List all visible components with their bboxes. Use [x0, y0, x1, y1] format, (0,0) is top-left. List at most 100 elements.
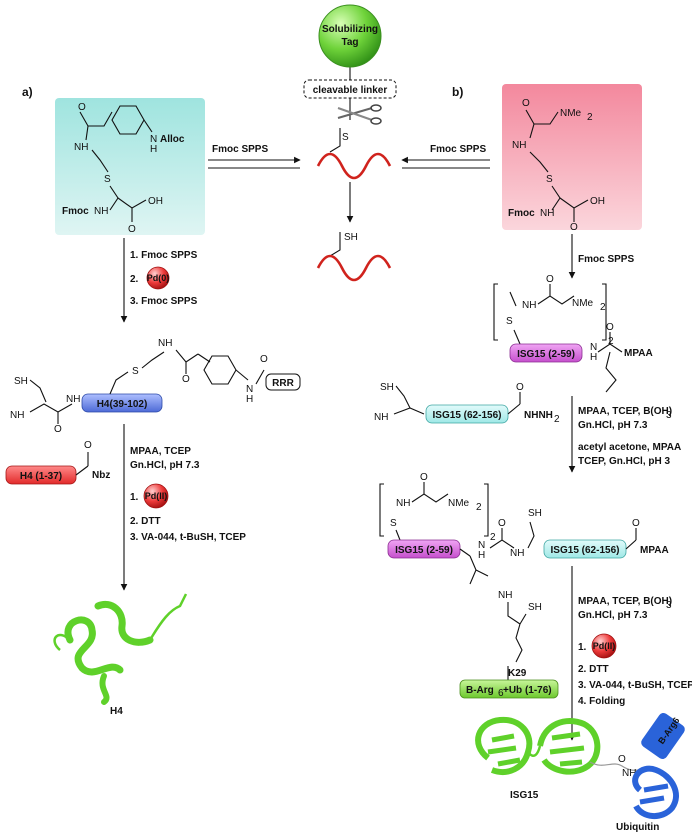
svg-text:NH: NH: [522, 300, 536, 311]
svg-text:K29: K29: [508, 668, 527, 679]
svg-text:N: N: [590, 342, 597, 353]
svg-text:NH: NH: [510, 548, 524, 559]
svg-text:MPAA, TCEP: MPAA, TCEP: [130, 446, 191, 457]
svg-text:H: H: [246, 394, 253, 405]
building-block-a: O N H Alloc NH S Fmoc NH O OH: [55, 98, 205, 235]
svg-text:N: N: [478, 540, 485, 551]
svg-text:Fmoc: Fmoc: [508, 208, 535, 219]
conditions-b-2: acetyl acetone, MPAA TCEP, Gn.HCl, pH 3: [578, 442, 681, 467]
cleavable-linker: cleavable linker: [303, 79, 397, 120]
svg-text:O: O: [498, 518, 506, 529]
peptide-h4-intermediate: SH NH O NH H4(39-102) S NH O N H O RRR: [10, 338, 301, 435]
svg-text:2.: 2.: [130, 274, 139, 285]
h4-thioester-fragment: H4 (1-37) O Nbz: [5, 440, 110, 485]
svg-text:Nbz: Nbz: [92, 470, 110, 481]
svg-text:2: 2: [587, 112, 593, 123]
svg-text:S: S: [132, 366, 139, 377]
svg-text:1. Fmoc SPPS: 1. Fmoc SPPS: [130, 250, 198, 261]
svg-text:O: O: [570, 222, 578, 233]
panel-b-label: b): [452, 85, 463, 99]
svg-text:3: 3: [666, 410, 672, 421]
resin-peptide-top: S: [316, 128, 392, 180]
svg-text:NH: NH: [74, 142, 88, 153]
svg-text:S: S: [104, 174, 111, 185]
svg-text:NH: NH: [66, 394, 80, 405]
svg-text:H: H: [590, 352, 597, 363]
svg-text:OH: OH: [590, 196, 605, 207]
svg-text:3. VA-044, t-BuSH, TCEP: 3. VA-044, t-BuSH, TCEP: [578, 680, 692, 691]
svg-text:3. VA-044, t-BuSH, TCEP: 3. VA-044, t-BuSH, TCEP: [130, 532, 246, 543]
svg-text:NH: NH: [498, 590, 512, 601]
svg-text:Pd(0): Pd(0): [147, 273, 170, 283]
svg-text:Gn.HCl, pH 7.3: Gn.HCl, pH 7.3: [578, 420, 648, 431]
svg-text:SH: SH: [528, 602, 542, 613]
svg-text:NMe: NMe: [448, 498, 470, 509]
svg-text:NH: NH: [374, 412, 388, 423]
svg-text:2: 2: [600, 302, 606, 313]
svg-text:H4(39-102): H4(39-102): [97, 399, 148, 410]
solubilizing-tag: Solubilizing Tag: [318, 4, 382, 80]
svg-text:ISG15 (62-156): ISG15 (62-156): [551, 545, 620, 556]
svg-text:RRR: RRR: [272, 378, 294, 389]
svg-text:S: S: [390, 518, 397, 529]
svg-text:SH: SH: [528, 508, 542, 519]
free-peptide-sh: SH: [316, 232, 392, 282]
svg-text:H4 (1-37): H4 (1-37): [20, 471, 62, 482]
svg-text:Gn.HCl, pH 7.3: Gn.HCl, pH 7.3: [578, 610, 648, 621]
svg-text:H: H: [150, 144, 157, 155]
svg-text:cleavable linker: cleavable linker: [313, 85, 388, 96]
svg-text:NH: NH: [158, 338, 172, 349]
product-ubiquitin-label: Ubiquitin: [616, 822, 659, 833]
svg-text:O: O: [420, 472, 428, 483]
svg-text:O: O: [84, 440, 92, 451]
svg-text:O: O: [618, 754, 626, 765]
svg-text:Pd(II): Pd(II): [593, 641, 616, 651]
tag-label-2: Tag: [341, 37, 358, 48]
svg-text:6: 6: [498, 688, 504, 699]
svg-text:N: N: [150, 134, 157, 145]
svg-text:O: O: [522, 98, 530, 109]
conditions-a-ligation: MPAA, TCEP Gn.HCl, pH 7.3: [130, 446, 200, 471]
svg-text:3: 3: [666, 600, 672, 611]
svg-text:O: O: [54, 424, 62, 435]
svg-text:Gn.HCl, pH 7.3: Gn.HCl, pH 7.3: [130, 460, 200, 471]
svg-text:ISG15 (2-59): ISG15 (2-59): [395, 545, 453, 556]
svg-text:O: O: [182, 374, 190, 385]
svg-text:Fmoc: Fmoc: [62, 206, 89, 217]
svg-text:Fmoc SPPS: Fmoc SPPS: [212, 144, 268, 155]
product-isg15-label: ISG15: [510, 790, 539, 801]
svg-text:O: O: [128, 224, 136, 235]
svg-text:B-Arg: B-Arg: [466, 685, 494, 696]
conditions-b-3: MPAA, TCEP, B(OH) 3 Gn.HCl, pH 7.3: [578, 596, 672, 621]
steps-a-1: 1. Fmoc SPPS 2. Pd(0) 3. Fmoc SPPS: [130, 250, 198, 307]
svg-text:O: O: [260, 354, 268, 365]
svg-text:2: 2: [608, 336, 614, 347]
svg-text:2. DTT: 2. DTT: [578, 664, 609, 675]
svg-text:O: O: [516, 382, 524, 393]
svg-text:+Ub (1-76): +Ub (1-76): [503, 685, 552, 696]
svg-text:SH: SH: [344, 232, 358, 243]
steps-b-final: 1. Pd(II) 2. DTT 3. VA-044, t-BuSH, TCEP…: [578, 633, 692, 707]
svg-text:TCEP, Gn.HCl, pH 3: TCEP, Gn.HCl, pH 3: [578, 456, 670, 467]
svg-text:ISG15 (62-156): ISG15 (62-156): [433, 410, 502, 421]
svg-text:2: 2: [490, 532, 496, 543]
svg-text:O: O: [78, 102, 86, 113]
svg-text:NH: NH: [622, 768, 636, 779]
svg-text:MPAA: MPAA: [640, 545, 669, 556]
svg-text:2. DTT: 2. DTT: [130, 516, 161, 527]
svg-text:N: N: [246, 384, 253, 395]
isg15-ub-protein-structure: O NH B-Arg6: [475, 712, 685, 819]
svg-text:O: O: [606, 322, 614, 333]
svg-text:O: O: [546, 274, 554, 285]
panel-a-label: a): [22, 85, 33, 99]
pd0-ball: [146, 266, 170, 290]
product-h4-label: H4: [110, 706, 123, 717]
isg15-c-fragment-hydrazide: SH NH ISG15 (62-156) O NHNH 2: [374, 382, 560, 425]
svg-text:OH: OH: [148, 196, 163, 207]
svg-text:MPAA: MPAA: [624, 348, 653, 359]
pd2-ball: [143, 483, 169, 509]
isg15-ligated-intermediate: 2 NH O NMe 2 S ISG15 (2-59) N H O NH SH …: [379, 472, 669, 585]
arrow-a-to-center: Fmoc SPPS: [208, 144, 301, 169]
svg-text:MPAA, TCEP, B(OH): MPAA, TCEP, B(OH): [578, 596, 672, 607]
